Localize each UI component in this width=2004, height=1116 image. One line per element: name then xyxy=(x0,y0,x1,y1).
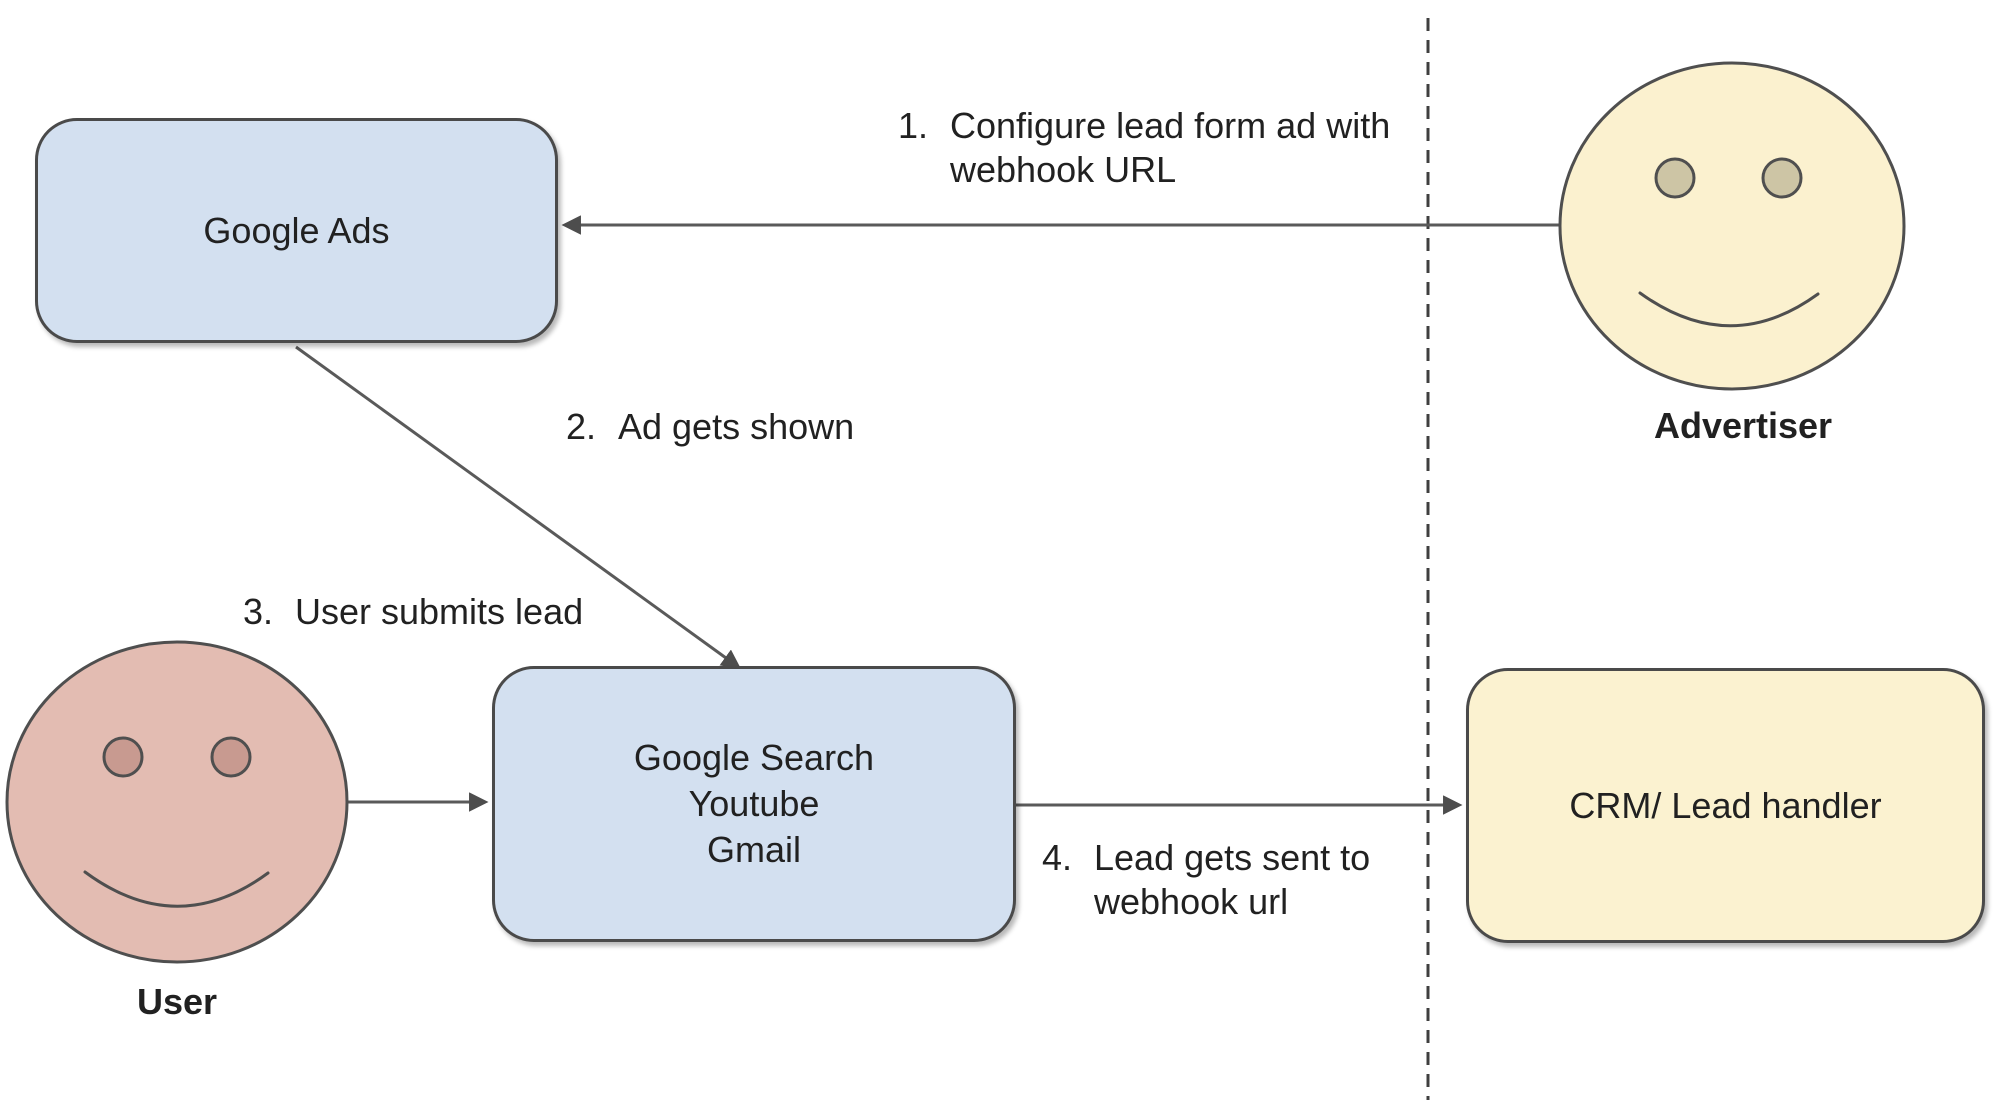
advertiser-actor-label: Advertiser xyxy=(1653,405,1833,446)
node-google-surfaces-line-3: Gmail xyxy=(706,829,801,870)
step-3-label: 3. User submits lead xyxy=(243,590,583,634)
advertiser-face-icon xyxy=(1558,61,1906,391)
user-face-shape xyxy=(5,640,349,964)
advertiser-right-eye-icon xyxy=(1761,157,1803,199)
node-google-surfaces-line-1: Google Search xyxy=(633,737,875,778)
step-3-text: User submits lead xyxy=(295,591,584,632)
step-1-text-line-2: webhook URL xyxy=(950,149,1177,190)
node-google-surfaces: Google Search Youtube Gmail xyxy=(492,666,1016,942)
node-google-surfaces-line-2: Youtube xyxy=(688,783,820,824)
step-4-text: Lead gets sent to webhook url xyxy=(1094,836,1370,924)
user-left-eye-icon xyxy=(102,736,144,778)
user-smile-icon xyxy=(83,870,270,908)
user-actor-label: User xyxy=(136,981,218,1022)
step-2-text: Ad gets shown xyxy=(618,406,855,447)
step-1-text-line-1: Configure lead form ad with xyxy=(950,105,1391,146)
node-google-ads: Google Ads xyxy=(35,118,558,343)
advertiser-left-eye-icon xyxy=(1654,157,1696,199)
step-4-text-line-2: webhook url xyxy=(1094,881,1289,922)
advertiser-face-shape xyxy=(1558,61,1906,391)
step-1-label: 1. Configure lead form ad with webhook U… xyxy=(898,104,1390,192)
node-crm-lead-handler: CRM/ Lead handler xyxy=(1466,668,1985,943)
advertiser-smile-icon xyxy=(1638,291,1820,328)
node-google-ads-label: Google Ads xyxy=(203,209,390,251)
arrow-step2-ad-gets-shown xyxy=(295,345,742,669)
user-face-icon xyxy=(5,640,349,964)
step-2-number: 2. xyxy=(566,406,597,447)
step-1-text: Configure lead form ad with webhook URL xyxy=(950,104,1390,192)
step-2-label: 2. Ad gets shown xyxy=(566,405,854,449)
step-4-number: 4. xyxy=(1042,837,1073,878)
step-4-text-line-1: Lead gets sent to xyxy=(1094,837,1371,878)
user-right-eye-icon xyxy=(210,736,252,778)
step-1-number: 1. xyxy=(898,105,929,146)
node-crm-label: CRM/ Lead handler xyxy=(1569,784,1882,826)
step-3-number: 3. xyxy=(243,591,274,632)
node-google-surfaces-label: Google Search Youtube Gmail xyxy=(634,735,874,873)
step-4-label: 4. Lead gets sent to webhook url xyxy=(1042,836,1370,924)
